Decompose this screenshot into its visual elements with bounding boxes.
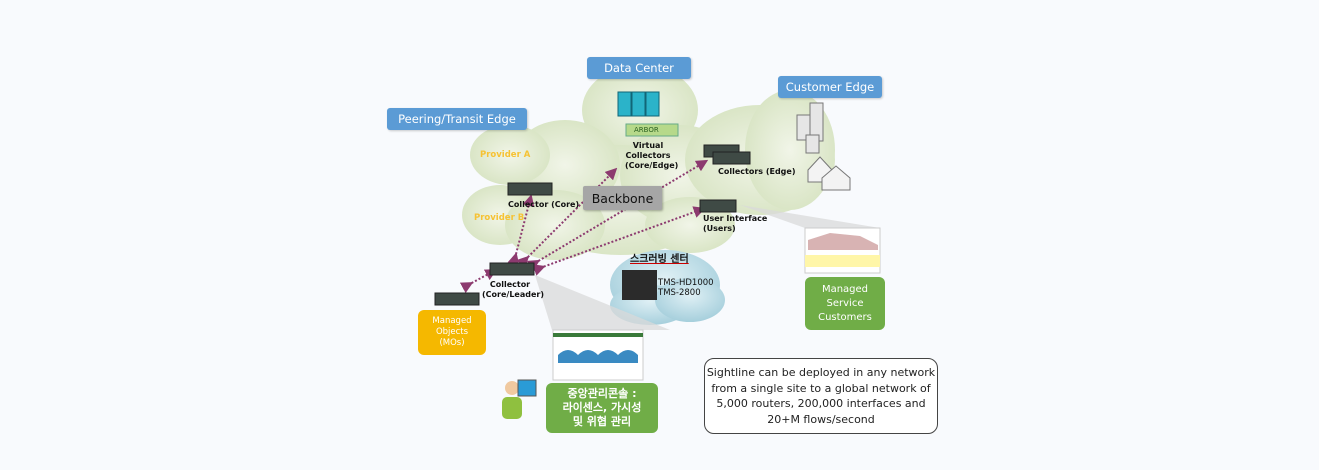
operator-icon [502,379,537,419]
customer-edge-label: Customer Edge [778,76,882,98]
backbone-label: Backbone [583,186,662,210]
collector-device-icons [434,144,751,306]
peering-edge-label: Peering/Transit Edge [387,108,527,130]
deployment-note: Sightline can be deployed in any network… [704,358,938,434]
house-icon [807,156,851,191]
scrubbing-center-label: 스크러빙 센터 [630,254,689,265]
arbor-label: ARBOR [634,126,659,134]
data-center-label: Data Center [587,57,691,79]
tms-chassis-icon [622,270,657,300]
user-interface-label: User Interface(Users) [703,214,768,233]
collector-leader-label: Collector(Core/Leader) [482,280,544,299]
console-dashboard-thumbnail [552,329,644,381]
traffic-chart-thumbnail [804,227,881,274]
provider-a-label: Provider A [480,150,531,160]
collectors-edge-label: Collectors (Edge) [718,167,796,176]
provider-b-label: Provider B [474,213,525,223]
server-rack-icon [617,91,660,117]
building-icon [796,102,824,154]
arbor-appliance-icon [625,123,679,137]
collector-core-label: Collector (Core) [508,200,580,209]
